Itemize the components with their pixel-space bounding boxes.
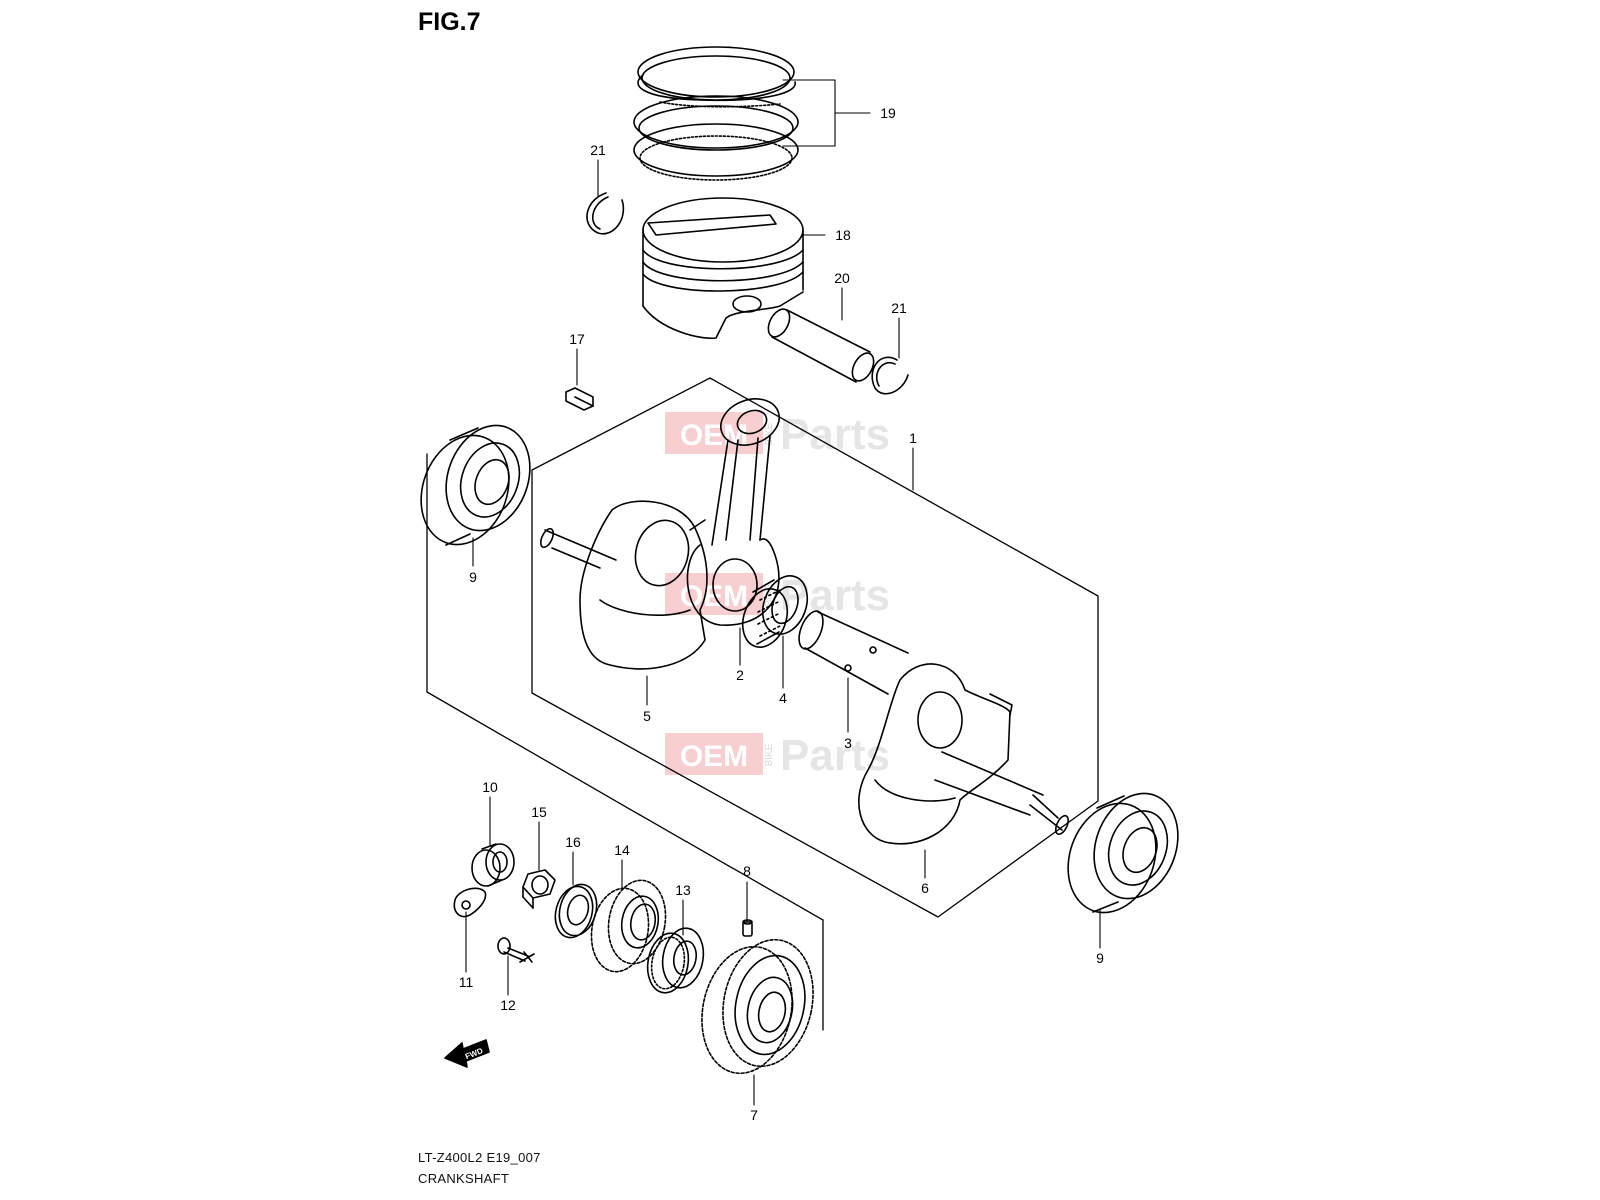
diagram-code: LT-Z400L2 E19_007 [418, 1150, 541, 1165]
callout-4: 4 [779, 690, 787, 706]
connecting-rod [686, 398, 780, 626]
retainer-plate [453, 887, 487, 918]
thrust-washer [646, 927, 705, 994]
svg-text:BIKE: BIKE [764, 422, 775, 445]
callout-11: 11 [459, 974, 474, 990]
outer-group-frame [426, 453, 824, 1031]
svg-text:Parts: Parts [780, 410, 890, 459]
washer [554, 883, 598, 939]
diagram-caption: CRANKSHAFT [418, 1171, 510, 1186]
callout-16: 16 [565, 834, 581, 850]
callout-20: 20 [834, 270, 850, 286]
callout-2: 2 [736, 667, 744, 683]
svg-text:Parts: Parts [780, 571, 890, 620]
piston-pin [767, 308, 875, 383]
callout-8: 8 [743, 863, 751, 879]
callout-21-upper: 21 [590, 142, 606, 158]
crank-pin [798, 610, 909, 695]
callout-17: 17 [569, 331, 585, 347]
circlip-upper [586, 192, 625, 235]
callout-21-lower: 21 [891, 300, 907, 316]
svg-text:OEM: OEM [680, 740, 748, 773]
bearing-small [471, 843, 515, 887]
svg-text:Parts: Parts [780, 731, 890, 780]
callouts: 1 2 3 4 5 6 7 8 9 9 10 11 12 13 14 15 16… [459, 105, 1104, 1123]
callout-19: 19 [880, 105, 896, 121]
bearing-right [1067, 792, 1179, 914]
woodruff-key [565, 387, 594, 411]
nut [522, 869, 556, 909]
callout-6: 6 [921, 880, 929, 896]
watermark-top: OEM BIKE Parts [665, 410, 890, 459]
balancer-drive-gear [590, 879, 667, 973]
callout-15: 15 [531, 804, 547, 820]
primary-drive-gear [701, 938, 814, 1075]
bearing-left [420, 424, 531, 546]
needle-bearing [741, 575, 809, 648]
circlip-lower [871, 356, 909, 395]
figure-title: FIG.7 [418, 8, 481, 36]
callout-10: 10 [482, 779, 498, 795]
callout-5: 5 [643, 708, 651, 724]
crank-web-left [540, 500, 708, 670]
callout-3: 3 [844, 735, 852, 751]
leader-lines [465, 79, 1101, 1106]
piston-rings [633, 46, 799, 181]
fwd-arrow-icon: FWD [444, 1039, 490, 1068]
callout-12: 12 [500, 997, 516, 1013]
dowel-pin [742, 919, 753, 937]
watermark-bottom: OEM BIKE Parts [665, 731, 890, 780]
callout-9-right: 9 [1096, 950, 1104, 966]
crank-web-right [858, 663, 1069, 845]
watermark-middle: OEM BIKE Parts [665, 571, 890, 620]
callout-9-left: 9 [469, 569, 477, 585]
piston [642, 197, 804, 340]
callout-14: 14 [614, 842, 630, 858]
callout-7: 7 [750, 1107, 758, 1123]
crank-assembly-frame [531, 377, 1099, 918]
callout-1: 1 [909, 430, 917, 446]
svg-text:BIKE: BIKE [764, 743, 775, 766]
callout-18: 18 [835, 227, 851, 243]
svg-text:OEM: OEM [680, 580, 748, 613]
screw [497, 937, 535, 963]
callout-13: 13 [675, 882, 691, 898]
